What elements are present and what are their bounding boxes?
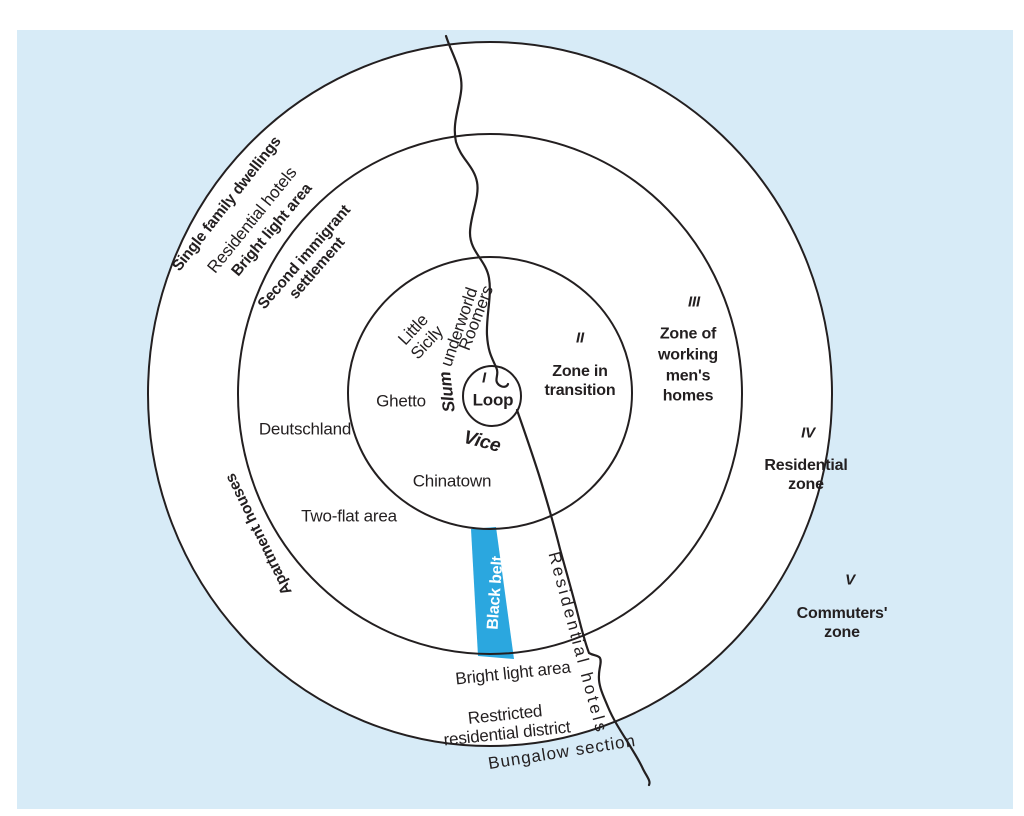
zone-v-numeral: V: [845, 571, 855, 589]
label-two-flat-area: Two-flat area: [301, 506, 397, 526]
zone-ii-iii-boundary-circle: [347, 256, 633, 530]
zone-iv-label: Residential zone: [764, 456, 848, 493]
river-line-lower: [515, 408, 651, 787]
river-line-upper: [444, 34, 510, 388]
label-chinatown: Chinatown: [412, 471, 492, 491]
loop-circle: [462, 365, 522, 427]
zone-ii-label: Zone in transition: [544, 362, 616, 399]
zone-i-label: Loop: [472, 390, 514, 410]
black-belt-band: [471, 527, 514, 659]
zone-iii-label: Zone of working men's homes: [658, 325, 718, 405]
zone-ii-numeral: II: [576, 329, 584, 347]
zone-iii-iv-boundary-circle: [237, 133, 743, 655]
zone-iii-numeral: III: [688, 293, 700, 311]
zone-v-label: Commuters' zone: [796, 604, 888, 641]
zone-i-numeral: I: [482, 369, 486, 387]
label-ghetto: Ghetto: [376, 391, 426, 411]
label-deutschland: Deutschland: [258, 419, 352, 439]
zone-iv-numeral: IV: [801, 424, 815, 442]
